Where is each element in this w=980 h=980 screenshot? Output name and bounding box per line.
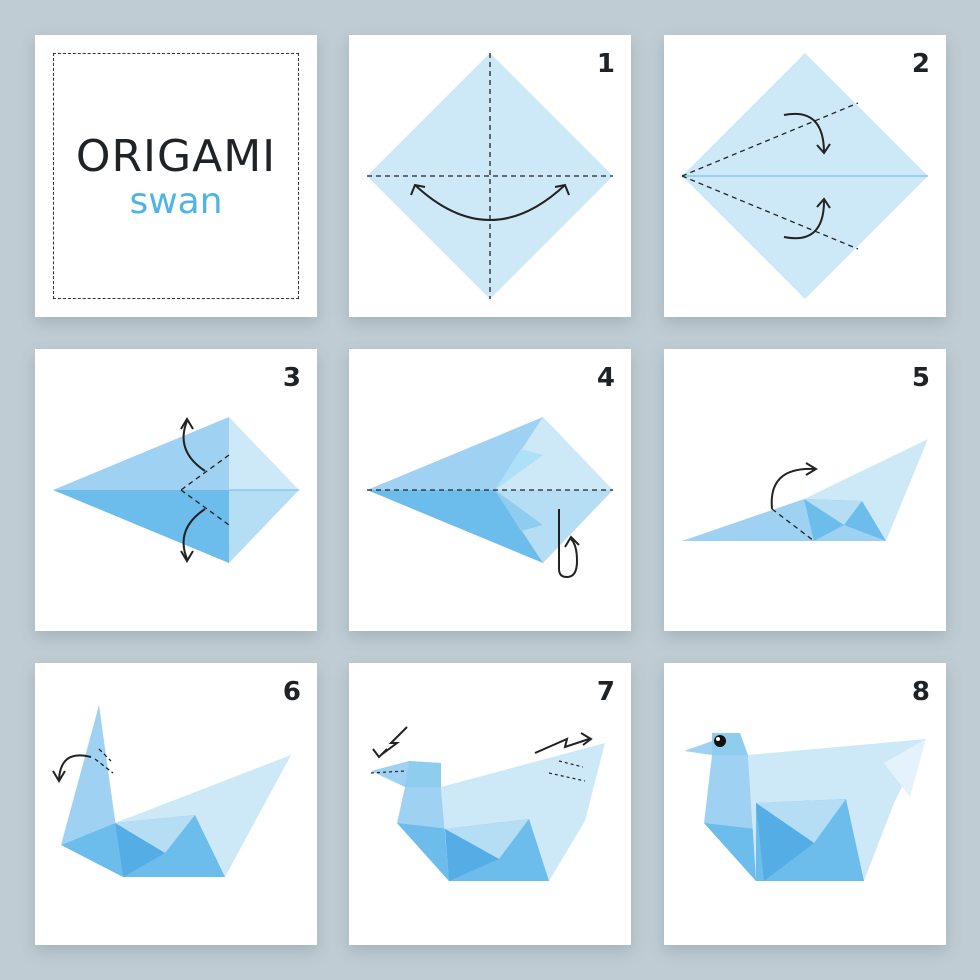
step-1-diagram: [367, 53, 613, 299]
step-7-card: 7: [349, 663, 631, 945]
title-origami: ORIGAMI: [75, 131, 277, 182]
step-number: 6: [282, 677, 301, 707]
step-5-card: 5: [664, 349, 946, 631]
step-6-card: 6: [35, 663, 317, 945]
title-swan: swan: [129, 181, 223, 222]
step-2-card: 2: [664, 35, 946, 317]
step-5-diagram: [682, 439, 928, 542]
step-3-card: 3: [35, 349, 317, 631]
step-6-diagram: [52, 705, 291, 877]
step-2-diagram: [681, 53, 928, 299]
dashed-frame: [53, 53, 299, 299]
step-3-diagram: [53, 417, 299, 563]
step-number: 5: [911, 363, 930, 393]
title-card: ORIGAMI swan: [35, 35, 317, 317]
step-4-diagram: [367, 417, 613, 579]
step-8-diagram: [684, 733, 926, 881]
step-number: 8: [911, 677, 930, 707]
step-7-diagram: [370, 726, 605, 881]
step-8-card: 8: [664, 663, 946, 945]
step-number: 1: [596, 49, 615, 79]
step-number: 4: [596, 363, 615, 393]
step-number: 7: [596, 677, 615, 707]
step-1-card: 1: [349, 35, 631, 317]
step-number: 2: [911, 49, 930, 79]
step-number: 3: [282, 363, 301, 393]
step-4-card: 4: [349, 349, 631, 631]
